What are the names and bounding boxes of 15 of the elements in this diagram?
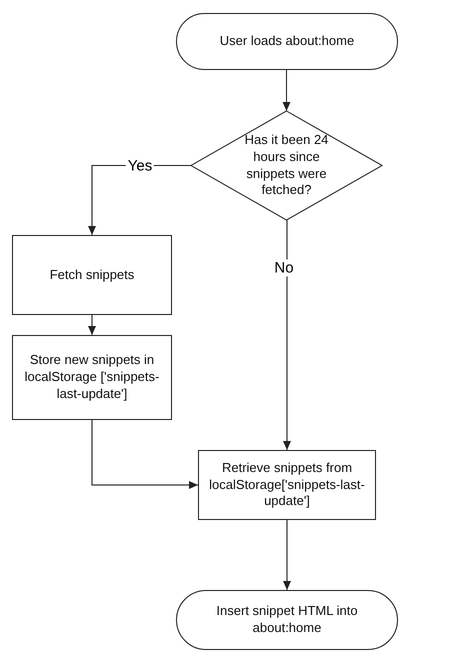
node-text: Retrieve snippets from localStorage['snippets-last-update'] (209, 460, 365, 510)
process-box (198, 450, 376, 520)
arrow (282, 70, 290, 112)
node-text: Fetch snippets (50, 266, 134, 284)
process-box (12, 335, 172, 420)
node-text: Insert snippet HTML into about:home (215, 603, 359, 637)
arrow (92, 420, 198, 489)
node-text: User loads about:home (220, 33, 354, 50)
edge-label: Yes (126, 157, 154, 174)
arrow (88, 314, 96, 336)
node-text: Store new snippets in localStorage ['snippets-last-update'] (24, 352, 160, 403)
node-text: Has it been 24 hours since snippets were fetched? (244, 132, 330, 200)
arrow (283, 520, 291, 590)
process-box (12, 235, 172, 315)
arrow (283, 220, 291, 450)
